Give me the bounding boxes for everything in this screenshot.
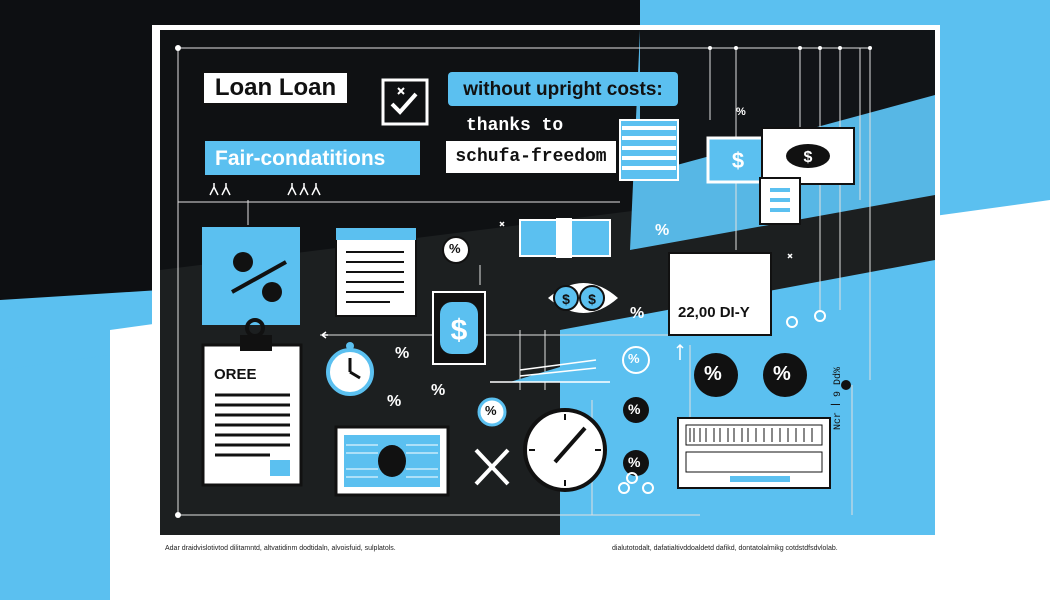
guide-dots xyxy=(175,45,872,518)
mini-chart-icon xyxy=(490,355,610,383)
bg-blue-left-strip xyxy=(0,355,110,600)
footer-text-right: dialutotodalt, dafatialtivddoaldetd dafi… xyxy=(612,545,838,552)
document-icon xyxy=(335,227,417,317)
percent-icon: % xyxy=(773,363,791,385)
dollar-banknote-icon: $ $ xyxy=(706,127,855,225)
pin-icons xyxy=(618,310,826,494)
loan-title: Loan Loan xyxy=(201,70,350,106)
clipboard-icon xyxy=(201,318,303,487)
percent-icon: % xyxy=(387,393,402,410)
footer-text-left: Adar draidvislotivtod dilitamntd, altvat… xyxy=(165,545,396,552)
percent-card-icon xyxy=(202,227,300,325)
percent-icon: % xyxy=(485,403,497,418)
thanks-to-label: thanks to xyxy=(466,116,564,136)
vertical-side-text: Ncr ꟾ 9 Dd% xyxy=(833,367,844,430)
percent-circle-icons xyxy=(442,236,807,476)
percent-icon: % xyxy=(628,401,641,417)
checkmark-icon xyxy=(381,78,429,126)
percent-icon: % xyxy=(655,222,670,239)
svg-text:$: $ xyxy=(804,149,813,166)
dollar-card-icon: $ xyxy=(432,291,486,365)
percent-icon: % xyxy=(630,305,645,322)
invoice-icon xyxy=(677,417,831,489)
large-clock-icon xyxy=(523,408,607,492)
banknote-stack-icon xyxy=(619,119,679,181)
amount-value: 22,00 DI-Y xyxy=(678,304,750,321)
banknote-icon xyxy=(334,425,450,497)
schufa-freedom-label: schufa-freedom xyxy=(446,141,616,173)
percent-icon: % xyxy=(628,454,641,470)
percent-icon: % xyxy=(449,241,461,256)
arrow-icons xyxy=(321,221,793,360)
walking-pictograms xyxy=(209,183,321,196)
clock-icon xyxy=(326,342,374,396)
cross-icon xyxy=(474,448,510,486)
svg-text:$: $ xyxy=(562,291,570,307)
percent-icon: % xyxy=(736,106,746,118)
clipboard-title: OREE xyxy=(214,366,257,383)
fair-conditions-label: Fair-condatitions xyxy=(205,141,420,175)
without-costs-label: without upright costs: xyxy=(448,72,678,106)
percent-icon: % xyxy=(395,345,410,362)
svg-text:$: $ xyxy=(451,314,468,347)
percent-icon: % xyxy=(704,363,722,385)
amount-card: 22,00 DI-Y xyxy=(668,252,772,336)
pin-dark-icon xyxy=(841,380,851,390)
percent-icon: % xyxy=(431,382,446,399)
svg-text:$: $ xyxy=(732,148,744,173)
money-bundle-icon xyxy=(519,218,611,258)
panel-blue-region xyxy=(560,260,935,535)
svg-text:$: $ xyxy=(588,291,596,307)
percent-icon: % xyxy=(628,351,640,366)
dollar-coins-icon: $ $ xyxy=(548,283,618,313)
